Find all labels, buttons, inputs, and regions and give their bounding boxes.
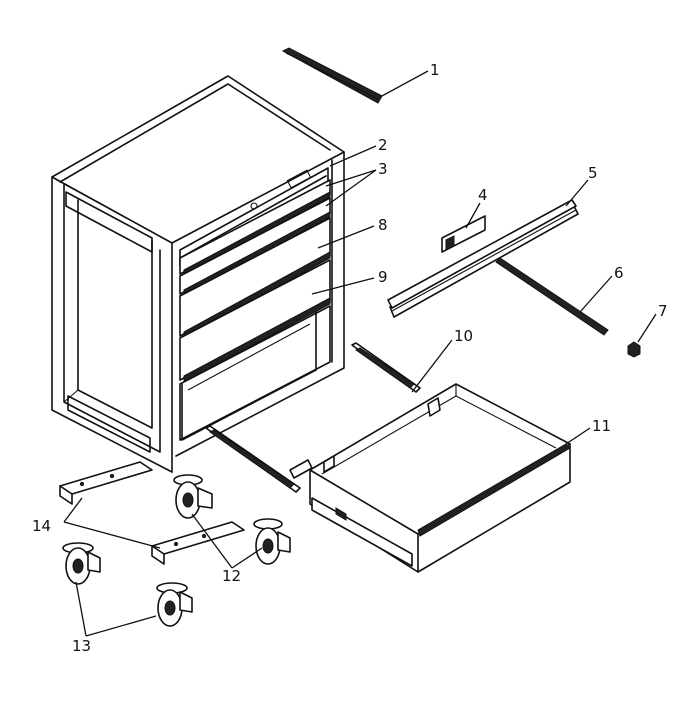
part-drawer-slide-upper <box>351 342 421 393</box>
callout-4: 4 <box>478 186 488 204</box>
part-bracket <box>441 215 486 253</box>
part-fastener <box>627 341 641 358</box>
callout-7: 7 <box>658 302 668 320</box>
part-caster-rigid-b <box>156 582 193 627</box>
callout-3: 3 <box>378 160 388 178</box>
lock-icon <box>250 202 258 210</box>
callout-10: 10 <box>454 327 473 345</box>
part-drawer <box>309 383 571 573</box>
part-cabinet-body <box>51 75 345 473</box>
callout-13: 13 <box>72 637 91 655</box>
leader-lines <box>63 70 657 637</box>
callout-8: 8 <box>378 216 388 234</box>
callout-9: 9 <box>378 268 388 286</box>
part-drawer-slide-lower <box>205 425 313 493</box>
part-caster-swivel-a <box>173 474 213 519</box>
part-caster-swivel-b <box>253 518 291 565</box>
part-slide-rail <box>387 199 579 318</box>
part-caster-plates <box>59 461 245 565</box>
callout-14: 14 <box>32 517 51 535</box>
callout-5: 5 <box>588 164 598 182</box>
callout-2: 2 <box>378 136 388 154</box>
callout-12: 12 <box>222 567 241 585</box>
callout-labels: 1 2 3 4 5 6 7 8 9 10 11 12 13 14 <box>32 61 668 655</box>
callout-1: 1 <box>430 61 440 79</box>
callout-11: 11 <box>592 417 611 435</box>
part-slotted-strip <box>495 257 609 336</box>
part-top-trim-strip <box>281 47 383 104</box>
part-caster-rigid-a <box>62 542 101 585</box>
callout-6: 6 <box>614 264 624 282</box>
cabinet-drawer-fronts <box>179 167 331 441</box>
